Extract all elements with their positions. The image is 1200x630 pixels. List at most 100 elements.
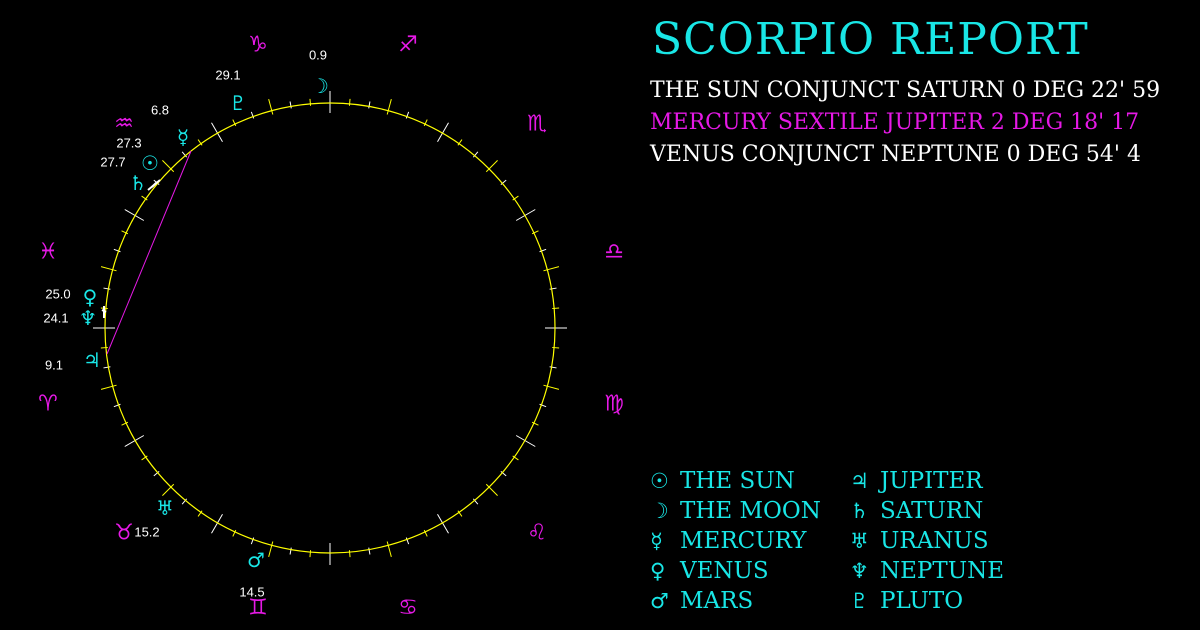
wheel-tick <box>162 160 175 173</box>
legend-item-moon: ☽ THE MOON <box>650 500 821 523</box>
wheel-tick <box>113 403 121 408</box>
venus-icon: ♀ <box>83 285 98 309</box>
venus-degree-label: 25.0 <box>45 287 70 302</box>
venus-icon: ♀ <box>650 559 666 583</box>
neptune-icon: ♆ <box>79 306 97 330</box>
legend-label: THE MOON <box>680 498 821 524</box>
legend-label: VENUS <box>680 558 769 584</box>
wheel-tick <box>457 510 463 517</box>
wheel-tick <box>141 455 148 461</box>
wheel-tick <box>552 346 560 349</box>
legend-item-mars: ♂MARS <box>650 590 753 613</box>
wheel-tick <box>197 510 203 517</box>
virgo-sign-icon: ♍ <box>604 392 624 417</box>
mercury-icon: ☿ <box>650 529 663 553</box>
gemini-sign-icon: ♊ <box>248 596 268 621</box>
moon-icon: ☽ <box>311 74 329 98</box>
aspect-line-2: MERCURY SEXTILE JUPITER 2 DEG 18' 17 <box>650 110 1140 135</box>
wheel-tick <box>543 384 560 390</box>
wheel-tick <box>103 366 111 369</box>
jupiter-icon: ♃ <box>850 469 869 493</box>
wheel-tick <box>100 346 108 349</box>
aspect-line-mercury-jupiter <box>106 150 192 355</box>
wheel-tick <box>500 179 507 186</box>
wheel-tick <box>423 119 428 127</box>
legend-item-jupiter: ♃ JUPITER <box>850 470 983 493</box>
planet-markers: ☽0.9♇29.1☿6.8☉27.3♄27.7♀25.0♆24.1♃9.1♅15… <box>43 48 329 600</box>
wheel-tick <box>250 537 255 545</box>
wheel-tick <box>153 470 160 477</box>
pisces-sign-icon: ♓ <box>38 240 58 265</box>
wheel-tick <box>500 470 507 477</box>
mars-icon: ♂ <box>247 548 265 572</box>
legend-item-uranus: ♅ URANUS <box>850 530 989 553</box>
wheel-tick <box>289 547 292 555</box>
wheel-tick <box>549 287 557 290</box>
wheel-tick <box>368 101 371 109</box>
uranus-icon: ♅ <box>156 496 174 520</box>
wheel-tick <box>124 435 145 447</box>
wheel-tick <box>512 195 519 201</box>
wheel-tick <box>268 98 274 115</box>
aries-sign-icon: ♈ <box>38 392 58 417</box>
zodiac-signs: ♑♐♏♎♍♌♋♊♉♈♓♒ <box>38 33 624 621</box>
legend-item-mercury: ☿ MERCURY <box>650 530 806 553</box>
wheel-tick <box>309 550 312 558</box>
legend-item-neptune: ♆ NEPTUNE <box>850 560 1004 583</box>
wheel-tick <box>113 248 121 253</box>
wheel-tick <box>100 266 117 272</box>
legend-item-pluto: ♇PLUTO <box>850 590 963 613</box>
wheel-tick <box>512 455 519 461</box>
wheel-tick <box>162 483 175 496</box>
moon-degree-label: 0.9 <box>309 48 327 63</box>
sun-icon: ☉ <box>650 469 669 493</box>
legend-label: SATURN <box>880 498 984 524</box>
wheel-tick <box>531 421 539 426</box>
wheel-tick <box>103 287 111 290</box>
taurus-sign-icon: ♉ <box>114 521 134 546</box>
moon-icon: ☽ <box>650 499 669 523</box>
wheel-tick <box>472 498 479 505</box>
wheel-tick <box>437 122 449 143</box>
libra-sign-icon: ♎ <box>604 240 624 265</box>
wheel-circle <box>104 102 556 554</box>
legend-label: URANUS <box>880 528 989 554</box>
wheel-tick <box>348 550 351 558</box>
wheel-tick <box>348 98 351 106</box>
uranus-icon: ♅ <box>850 529 869 553</box>
pluto-icon: ♇ <box>229 91 247 115</box>
legend-item-venus: ♀ VENUS <box>650 560 769 583</box>
wheel-tick <box>250 111 255 119</box>
aspect-line-1: THE SUN CONJUNCT SATURN 0 DEG 22' 59 <box>650 78 1161 103</box>
natal-chart-wheel: ♑♐♏♎♍♌♋♊♉♈♓♒ ☽0.9♇29.1☿6.8☉27.3♄27.7♀25.… <box>38 33 624 621</box>
saturn-icon: ♄ <box>850 499 869 523</box>
legend-label: JUPITER <box>880 468 983 494</box>
wheel-tick <box>181 498 188 505</box>
pluto-degree-label: 29.1 <box>215 68 240 83</box>
wheel-tick <box>515 209 536 221</box>
wheel-tick <box>531 230 539 235</box>
wheel-tick <box>232 119 237 127</box>
legend-label: NEPTUNE <box>880 558 1005 584</box>
wheel-tick <box>515 435 536 447</box>
wheel-tick <box>232 529 237 537</box>
wheel-tick <box>457 139 463 146</box>
wheel-tick <box>289 101 292 109</box>
wheel-tick <box>405 537 410 545</box>
wheel-tick <box>552 307 560 310</box>
wheel-tick <box>211 122 223 143</box>
mercury-icon: ☿ <box>177 125 189 149</box>
neptune-icon: ♆ <box>850 559 869 583</box>
wheel-tick <box>405 111 410 119</box>
leo-sign-icon: ♌ <box>527 521 547 546</box>
jupiter-degree-label: 9.1 <box>45 358 63 373</box>
mercury-degree-label: 6.8 <box>151 103 169 118</box>
legend-label: MERCURY <box>680 528 807 554</box>
sun-icon: ☉ <box>141 151 159 175</box>
saturn-icon: ♄ <box>129 171 147 195</box>
wheel-tick <box>539 403 547 408</box>
legend-label: MARS <box>680 588 754 614</box>
saturn-degree-label: 27.7 <box>100 155 125 170</box>
sagittarius-sign-icon: ♐ <box>398 33 418 58</box>
position-marker <box>151 181 158 188</box>
